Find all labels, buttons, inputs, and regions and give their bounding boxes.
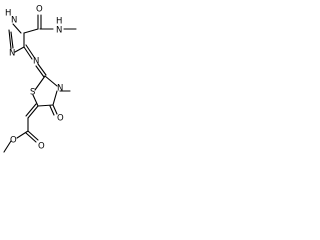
atom-labels: H N N O N H N S N O O O <box>5 5 64 152</box>
atom-label-n-imine: N <box>33 57 39 67</box>
atom-label-o-amide: O <box>36 5 43 15</box>
atom-label-o-ketone: O <box>57 114 64 124</box>
atom-label-o-ester-ether: O <box>10 136 17 146</box>
atom-label-h-amide: H <box>56 17 62 27</box>
atom-label-n-thiazolidinone: N <box>57 84 63 94</box>
imidazole-ring-bonds <box>8 23 39 60</box>
atom-label-n-amide: N <box>56 26 62 36</box>
atom-label-n-imidazole-3: N <box>9 49 15 59</box>
atom-label-s-thiazolidinone: S <box>30 88 35 98</box>
molecule-structure-diagram: H N N O N H N S N O O O <box>3 5 77 153</box>
thiazolidinone-ring-bonds <box>32 63 71 116</box>
atom-label-n-imidazole-1: N <box>11 16 17 26</box>
ester-chain-bonds <box>3 103 39 153</box>
atom-label-o-ester-carbonyl: O <box>38 142 45 152</box>
carboxamide-bonds <box>37 14 77 30</box>
atom-label-h-imidazole: H <box>5 9 11 19</box>
